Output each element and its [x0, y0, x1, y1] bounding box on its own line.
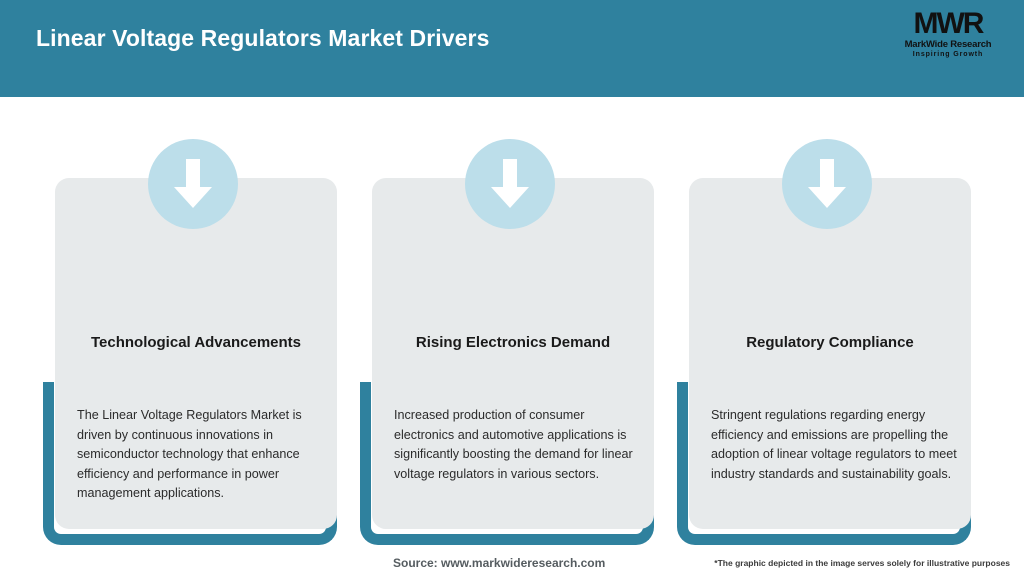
- card-description: Stringent regulations regarding energy e…: [711, 408, 957, 481]
- driver-card-2: Rising Electronics Demand Increased prod…: [360, 97, 677, 576]
- driver-card-1: Technological Advancements The Linear Vo…: [43, 97, 360, 576]
- source-label: Source: www.markwideresearch.com: [393, 556, 606, 570]
- card-title: Technological Advancements: [90, 334, 302, 351]
- arrow-down-icon: [782, 139, 872, 229]
- logo-tagline: Inspiring Growth: [912, 51, 984, 58]
- disclaimer-label: *The graphic depicted in the image serve…: [714, 558, 1010, 568]
- driver-card-3: Regulatory Compliance Stringent regulati…: [677, 97, 994, 576]
- card-title: Rising Electronics Demand: [415, 334, 611, 351]
- arrow-down-icon: [148, 139, 238, 229]
- card-description: The Linear Voltage Regulators Market is …: [77, 408, 302, 500]
- arrow-down-icon: [465, 139, 555, 229]
- card-panel: Regulatory Compliance Stringent regulati…: [689, 178, 971, 529]
- card-panel: Technological Advancements The Linear Vo…: [55, 178, 337, 529]
- card-description: Increased production of consumer electro…: [394, 408, 633, 481]
- logo-monogram-icon: MWR: [913, 7, 985, 40]
- card-title: Regulatory Compliance: [746, 334, 914, 351]
- header-bar: Linear Voltage Regulators Market Drivers…: [0, 0, 1024, 97]
- card-panel: Rising Electronics Demand Increased prod…: [372, 178, 654, 529]
- driver-cards: Technological Advancements The Linear Vo…: [0, 97, 1024, 576]
- logo-company-name: MarkWide Research: [904, 39, 992, 50]
- logo: MWR MarkWide Research Inspiring Growth: [896, 9, 1000, 71]
- page-title: Linear Voltage Regulators Market Drivers: [36, 25, 490, 51]
